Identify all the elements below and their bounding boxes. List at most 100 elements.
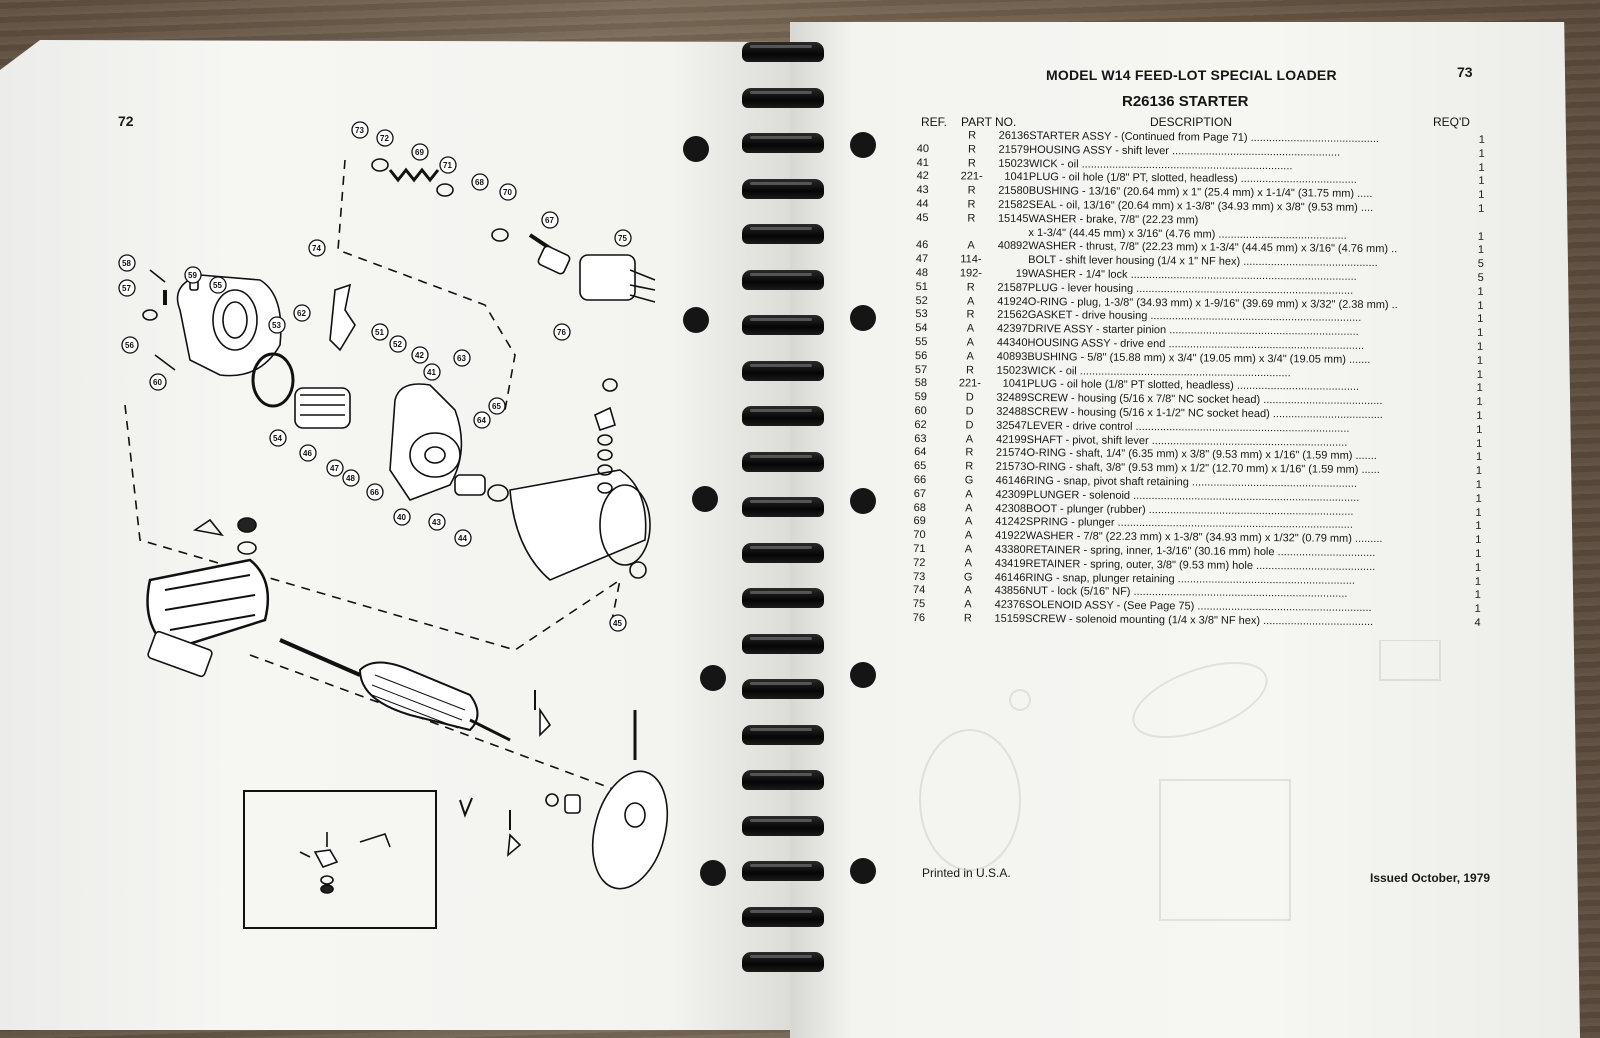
svg-text:65: 65 [492, 402, 501, 411]
binding-coil [742, 315, 824, 335]
parts-cell-pno: 42397 [996, 322, 1028, 336]
parts-cell-pno: 43380 [995, 543, 1026, 556]
parts-cell-code [951, 226, 992, 240]
parts-cell-ref: 73 [913, 570, 926, 583]
parts-cell-ref: 69 [913, 515, 926, 528]
parts-cell-ref: 46 [915, 239, 929, 252]
svg-text:71: 71 [443, 161, 452, 170]
parts-cell-pno: 1041 [1004, 171, 1029, 184]
parts-cell-code: R [966, 308, 975, 321]
parts-cell-qty: 1 [1476, 340, 1484, 353]
col-head-description: DESCRIPTION [1150, 115, 1233, 129]
parts-cell-pno: 44340 [996, 336, 1028, 349]
binding-coil [742, 406, 824, 426]
parts-cell-qty: 5 [1477, 271, 1484, 284]
parts-cell-pno: 19 [1015, 267, 1029, 280]
parts-cell-qty: 1 [1477, 313, 1484, 326]
punch-hole [850, 305, 876, 331]
punch-hole [683, 136, 709, 162]
parts-cell-pno: 40893 [996, 350, 1028, 363]
parts-cell-qty: 1 [1476, 382, 1483, 395]
svg-text:63: 63 [457, 354, 466, 363]
parts-cell-code: A [966, 295, 975, 308]
parts-cell-pno: 42376 [994, 598, 1026, 612]
parts-cell-ref: 72 [913, 556, 926, 569]
svg-text:66: 66 [370, 488, 379, 497]
binding-coil [742, 360, 824, 381]
svg-text:42: 42 [415, 351, 424, 360]
left-page-number: 72 [118, 113, 134, 129]
parts-cell-pno: 15023 [996, 364, 1028, 377]
parts-cell-qty: 1 [1474, 602, 1481, 616]
parts-cell-code: 221- [958, 377, 981, 390]
parts-cell-pno: 15145 [997, 212, 1029, 225]
starter-exploded-diagram: 73 72 69 71 68 70 67 75 74 62 58 59 55 5… [110, 110, 730, 940]
svg-text:76: 76 [557, 328, 566, 337]
parts-cell-qty: 1 [1478, 133, 1485, 146]
parts-cell-code: G [963, 570, 973, 584]
right-page [790, 22, 1580, 1038]
parts-cell-ref: 70 [913, 529, 926, 542]
binding-coil [742, 42, 824, 62]
parts-cell-pno: 21562 [997, 309, 1028, 322]
parts-cell-qty: 1 [1478, 147, 1485, 160]
parts-cell-ref: 54 [915, 322, 928, 335]
parts-cell-pno: 32489 [996, 391, 1028, 405]
parts-cell-code: 114- [960, 253, 982, 266]
parts-cell-pno: 21579 [998, 143, 1030, 156]
parts-cell-ref: 67 [913, 487, 927, 500]
parts-cell-code: R [967, 184, 976, 197]
svg-text:46: 46 [303, 449, 312, 458]
parts-cell-ref: 58 [914, 377, 928, 390]
parts-cell-code: A [966, 322, 975, 335]
svg-text:47: 47 [330, 464, 339, 473]
svg-text:57: 57 [122, 284, 131, 293]
parts-cell-pno: 41922 [995, 529, 1026, 543]
parts-cell-pno: 40892 [997, 240, 1029, 253]
parts-cell-ref: 63 [914, 432, 927, 445]
col-head-part-no: PART NO. [961, 115, 1017, 129]
parts-cell-pno: 41924 [997, 295, 1028, 308]
parts-cell-ref: 62 [914, 418, 927, 431]
parts-cell-pno: 21587 [997, 281, 1029, 294]
parts-cell-ref: 44 [916, 197, 929, 211]
parts-cell-qty: 1 [1478, 175, 1485, 188]
svg-text:70: 70 [503, 188, 512, 197]
binding-coil [742, 588, 824, 608]
binding-coil [742, 178, 824, 199]
binding-coil [742, 633, 824, 654]
inset-detail-drawing [299, 832, 391, 894]
parts-cell-qty: 4 [1474, 616, 1481, 629]
parts-cell-code: D [965, 405, 974, 418]
parts-cell-code: A [964, 557, 973, 570]
parts-cell-qty: 1 [1475, 492, 1482, 505]
svg-text:40: 40 [397, 513, 406, 522]
printed-in-label: Printed in U.S.A. [922, 866, 1011, 880]
svg-text:51: 51 [375, 328, 384, 337]
parts-cell-pno [991, 254, 1028, 268]
parts-cell-qty: 1 [1475, 451, 1483, 464]
punch-hole [850, 662, 876, 688]
parts-cell-pno: 21580 [998, 184, 1029, 198]
parts-cell-qty: 1 [1474, 589, 1482, 602]
svg-text:48: 48 [346, 474, 355, 483]
parts-cell-code: A [964, 529, 973, 542]
binding-coil [742, 906, 824, 927]
svg-text:45: 45 [613, 619, 622, 628]
binding-coil [742, 952, 824, 972]
parts-cell-qty: 1 [1476, 368, 1483, 381]
parts-cell-pno: 46146 [995, 474, 1027, 487]
parts-cell-code: A [964, 584, 972, 597]
callout-73: 73 [355, 126, 364, 135]
parts-cell-pno: 15023 [998, 157, 1030, 170]
parts-cell-ref: 64 [914, 446, 927, 459]
parts-cell-pno: 1041 [1002, 378, 1028, 391]
svg-text:72: 72 [380, 134, 389, 143]
parts-cell-code: R [965, 446, 974, 459]
parts-cell-ref: 40 [916, 142, 930, 155]
svg-text:54: 54 [273, 434, 282, 443]
section-subtitle: R26136 STARTER [1122, 93, 1249, 110]
parts-cell-ref: 66 [913, 473, 927, 487]
svg-text:56: 56 [125, 341, 134, 350]
